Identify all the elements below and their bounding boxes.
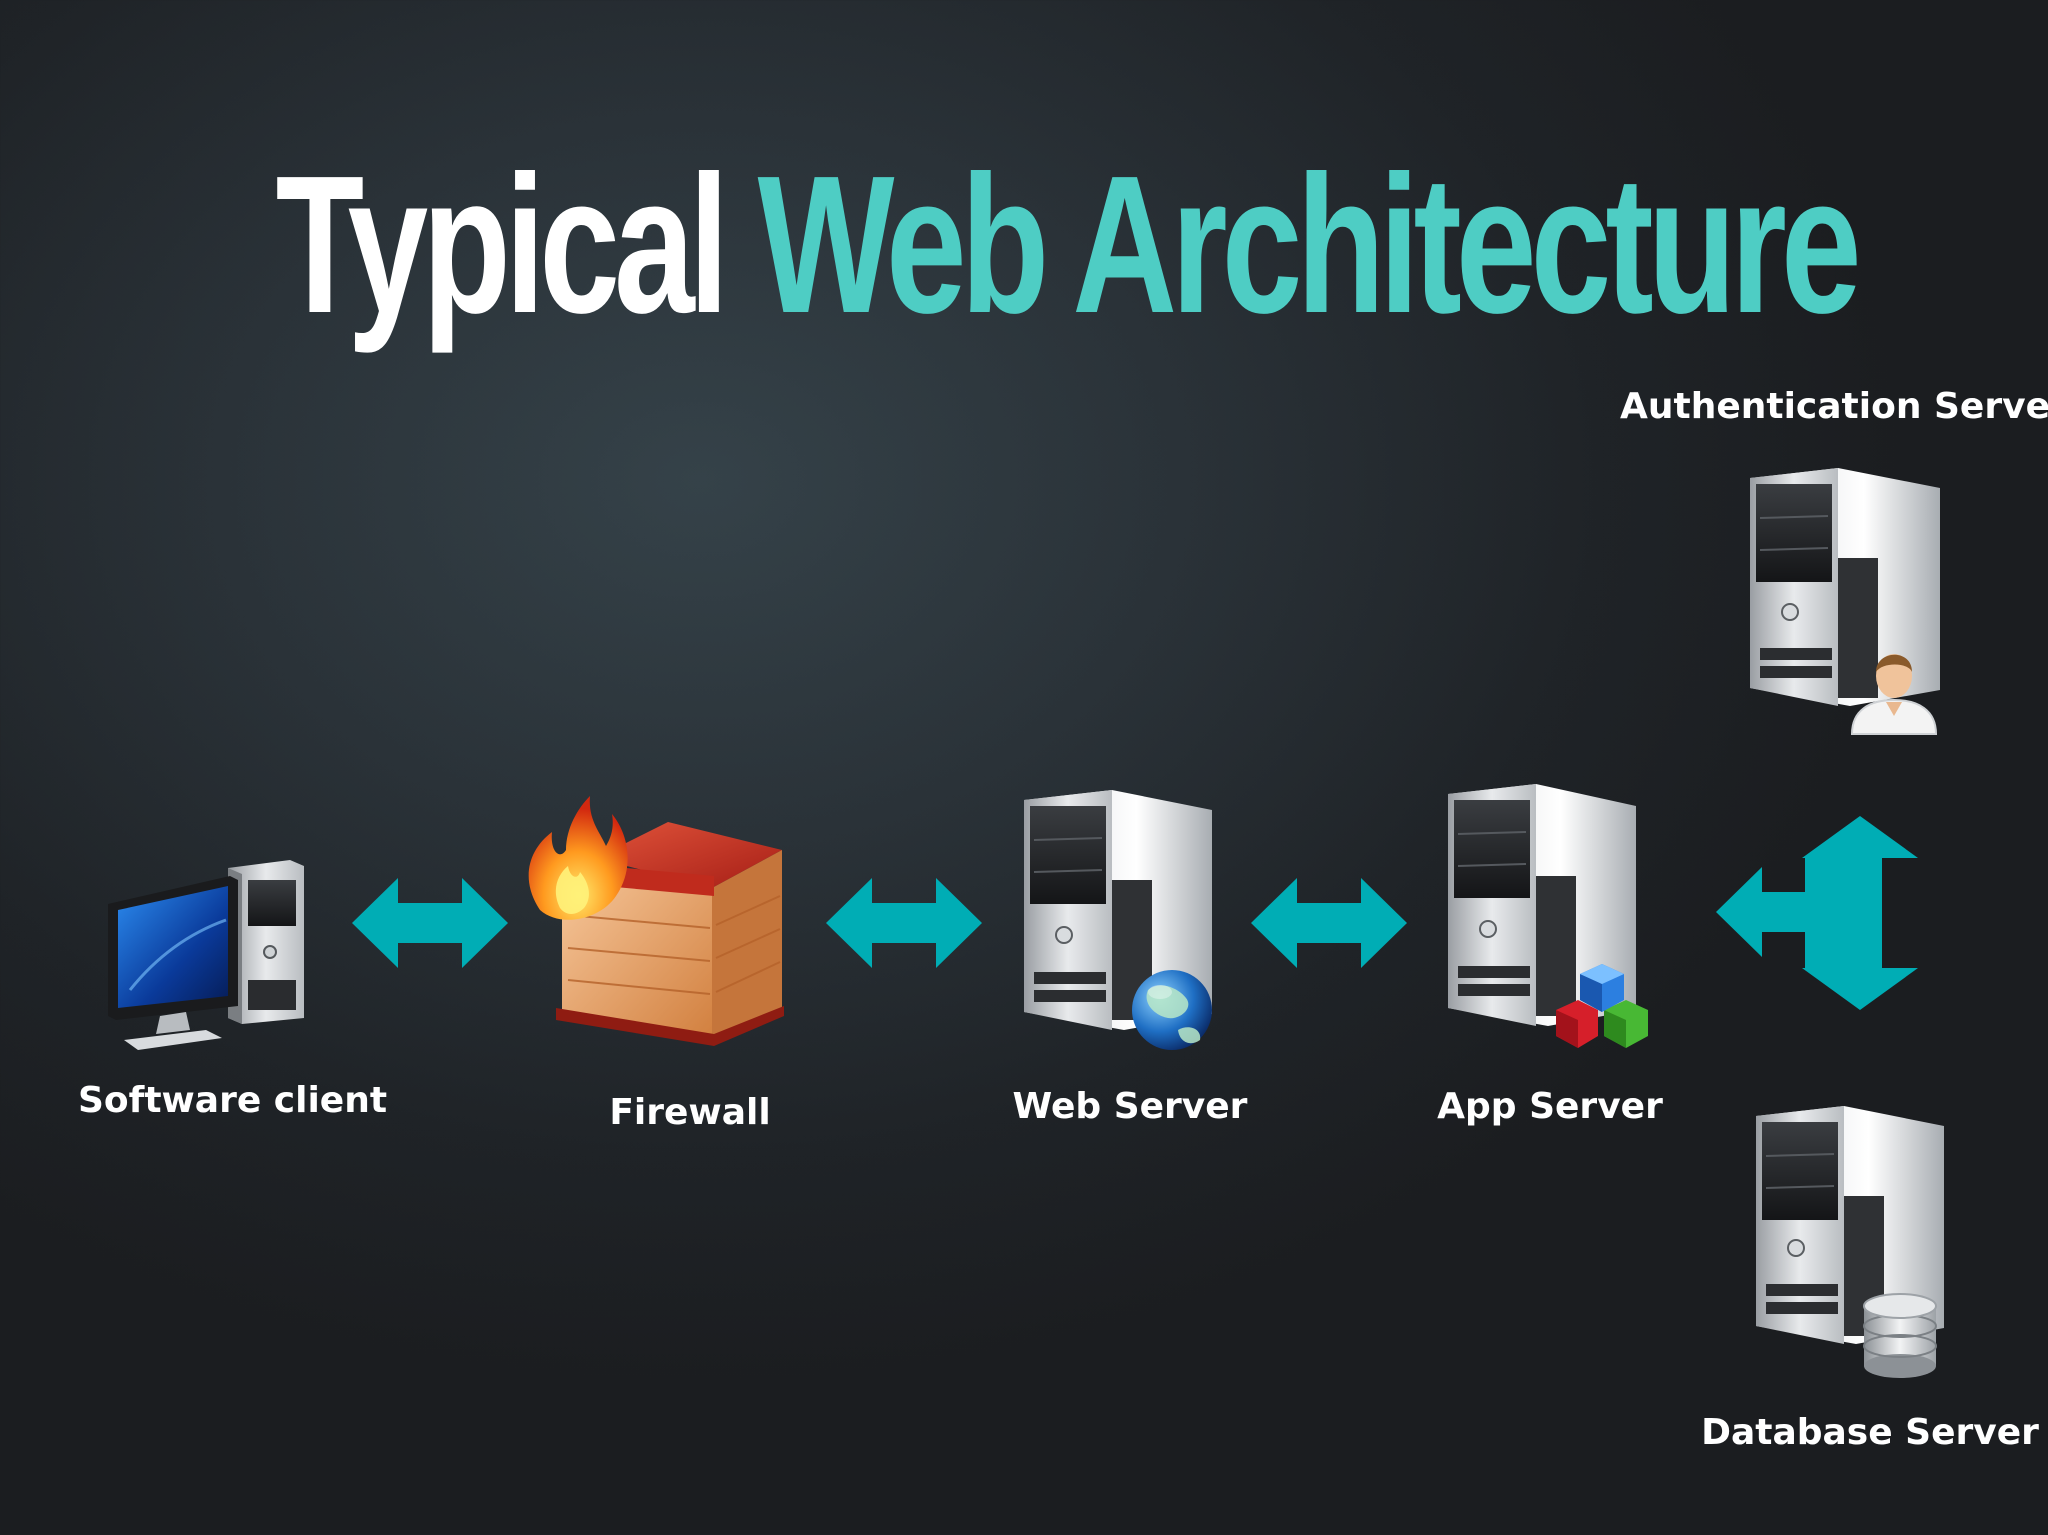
- firewall-icon: [528, 796, 784, 1046]
- auth-server-icon: [1750, 468, 1940, 735]
- label-software-client: Software client: [78, 1080, 388, 1121]
- arrow-webserver-appserver: [1251, 878, 1407, 968]
- web-server-icon: [1024, 790, 1212, 1050]
- title-part-typical: Typical: [275, 135, 730, 354]
- database-icon: [1863, 1293, 1937, 1378]
- database-server-icon: [1756, 1106, 1944, 1378]
- label-app-server: App Server: [1437, 1086, 1663, 1127]
- title-part-web-architecture: Web Architecture: [757, 135, 1862, 354]
- app-server-icon: [1448, 784, 1648, 1048]
- label-firewall: Firewall: [609, 1092, 771, 1133]
- label-database-server: Database Server: [1701, 1412, 2039, 1453]
- label-web-server: Web Server: [1012, 1086, 1248, 1127]
- cubes-icon: [1556, 964, 1648, 1048]
- label-authentication-server: Authentication Server: [1620, 386, 2048, 427]
- arrow-client-firewall: [352, 878, 508, 968]
- arrow-appserver-auth-db: [1716, 816, 1918, 1010]
- page-title: Typical Web Architecture: [275, 130, 1862, 360]
- user-icon: [1850, 654, 1938, 735]
- desktop-computer-icon: [108, 860, 304, 1050]
- arrow-firewall-webserver: [826, 878, 982, 968]
